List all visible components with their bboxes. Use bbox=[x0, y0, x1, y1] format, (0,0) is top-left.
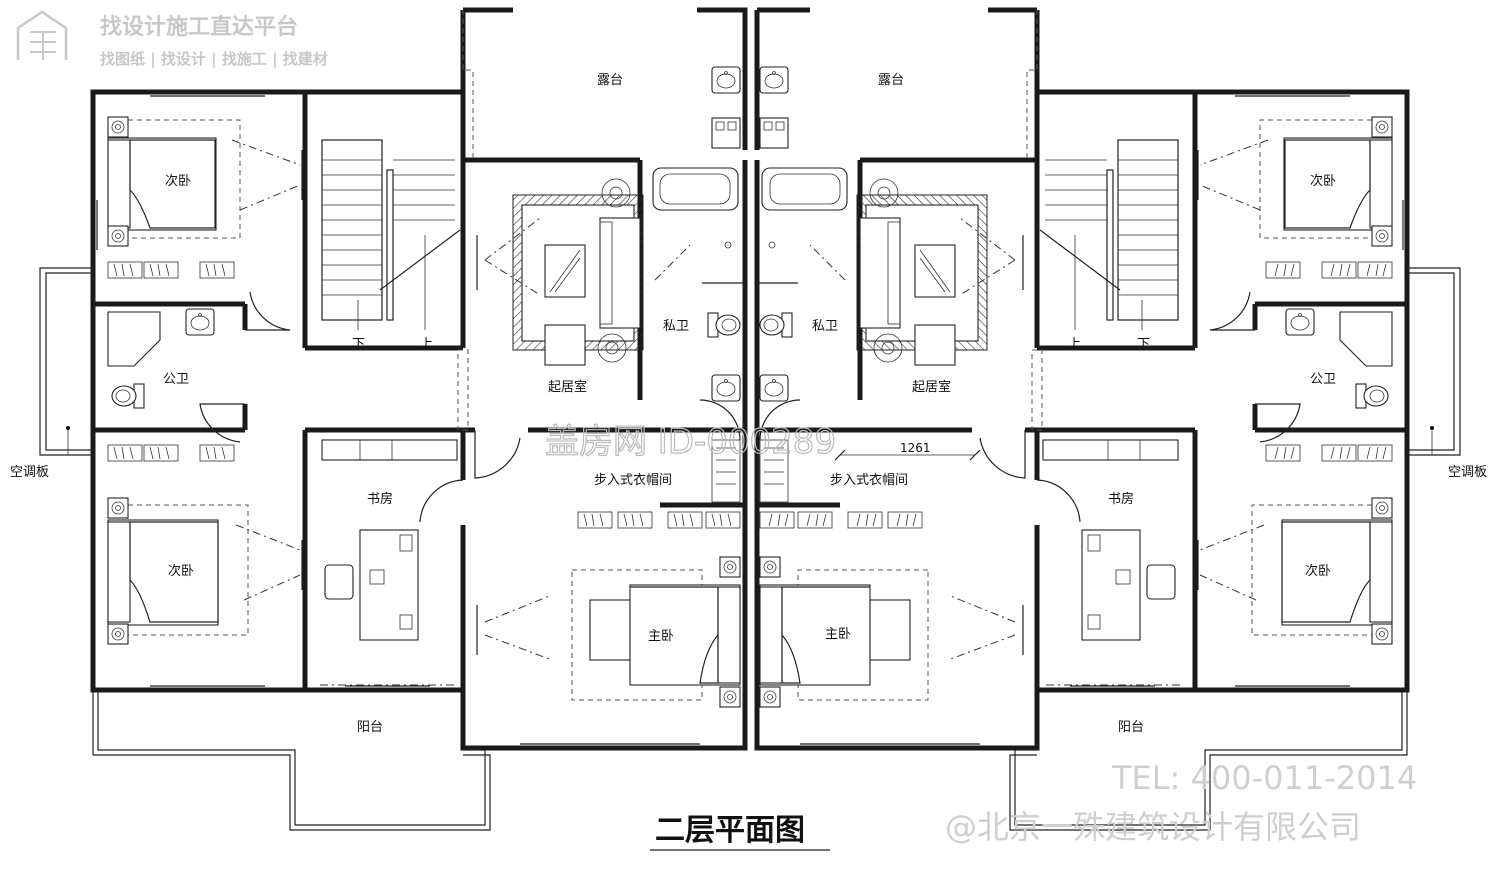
bedroom-left-top-furniture bbox=[107, 116, 303, 279]
label-balcony-left: 阳台 bbox=[357, 720, 383, 735]
watermark-logo-subtitle: 找图纸 | 找设计 | 找施工 | 找建材 bbox=[100, 50, 328, 69]
label-stair-up-left: 上 bbox=[420, 337, 433, 352]
drawing-title: 二层平面图 bbox=[655, 813, 805, 848]
label-study-right: 书房 bbox=[1108, 491, 1134, 507]
watermark-logo-title: 找设计施工直达平台 bbox=[100, 14, 298, 40]
label-secondary-bedroom-4: 次卧 bbox=[1305, 563, 1331, 579]
label-ac-panel-right: 空调板 bbox=[1448, 465, 1487, 480]
study-left-furniture bbox=[320, 439, 458, 686]
label-stair-down-left: 下 bbox=[352, 337, 365, 352]
label-closet-right: 步入式衣帽间 bbox=[830, 472, 908, 488]
label-stair-down-right: 下 bbox=[1137, 337, 1150, 352]
label-public-bath-right: 公卫 bbox=[1310, 372, 1336, 387]
stairs-right bbox=[1039, 139, 1179, 330]
label-stair-up-right: 上 bbox=[1068, 337, 1081, 352]
master-left-furniture bbox=[476, 439, 741, 708]
balconies bbox=[39, 267, 1461, 831]
label-private-bath-left: 私卫 bbox=[663, 319, 689, 334]
label-secondary-bedroom-2: 次卧 bbox=[168, 563, 194, 579]
dimension-text: 1261 bbox=[900, 441, 931, 455]
label-private-bath-right: 私卫 bbox=[812, 319, 838, 334]
label-master-left: 主卧 bbox=[648, 629, 674, 644]
bedroom-left-bottom-furniture bbox=[107, 444, 303, 645]
right-half-furniture bbox=[755, 66, 1393, 708]
label-secondary-bedroom-3: 次卧 bbox=[1310, 173, 1336, 189]
stairs-left bbox=[321, 139, 461, 330]
label-balcony-right: 阳台 bbox=[1118, 720, 1144, 735]
label-public-bath-left: 公卫 bbox=[163, 372, 189, 387]
label-master-right: 主卧 bbox=[825, 627, 851, 642]
private-bath-left-fixtures bbox=[652, 66, 745, 402]
label-terrace-left: 露台 bbox=[597, 73, 623, 88]
public-bath-left-fixtures bbox=[107, 308, 215, 409]
living-left-furniture bbox=[476, 178, 644, 366]
watermark-company: @北京一殊建筑设计有限公司 bbox=[945, 808, 1361, 846]
label-study-left: 书房 bbox=[367, 491, 393, 507]
doors bbox=[199, 291, 1301, 523]
watermark-tel: TEL: 400-011-2014 bbox=[1111, 759, 1417, 797]
dimension-line: 1261 bbox=[834, 441, 981, 461]
walls bbox=[90, 7, 1410, 751]
label-terrace-right: 露台 bbox=[878, 73, 904, 88]
label-closet-left: 步入式衣帽间 bbox=[594, 472, 672, 488]
room-labels: 露台 露台 起居室 起居室 私卫 私卫 次卧 次卧 次卧 次卧 公卫 公卫 书房… bbox=[10, 73, 1487, 735]
label-living-right: 起居室 bbox=[912, 379, 951, 395]
label-living-left: 起居室 bbox=[548, 379, 587, 395]
watermark-center: 盖房网 ID-000289 bbox=[545, 422, 836, 462]
windows bbox=[96, 95, 1404, 745]
label-ac-panel-left: 空调板 bbox=[10, 465, 49, 480]
watermark-logo: 找设计施工直达平台 找图纸 | 找设计 | 找施工 | 找建材 bbox=[16, 10, 328, 69]
label-secondary-bedroom-1: 次卧 bbox=[165, 173, 191, 189]
terrace-areas bbox=[457, 10, 1043, 431]
